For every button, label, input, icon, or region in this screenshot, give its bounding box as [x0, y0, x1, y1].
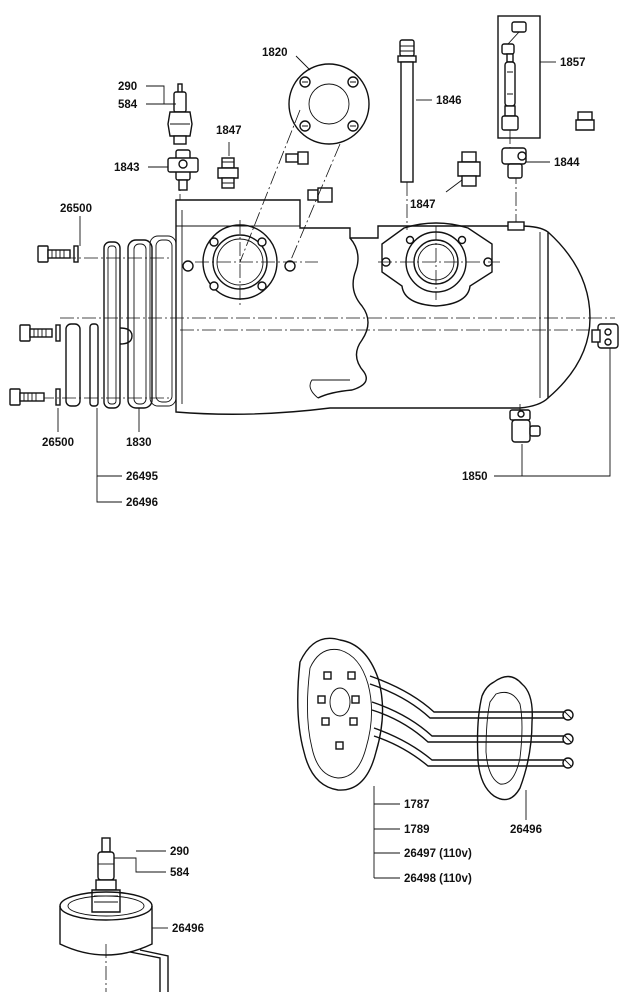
label-290-bottom: 290	[170, 846, 189, 858]
label-584-bottom: 584	[170, 867, 190, 879]
label-26496-c: 26496	[172, 923, 204, 935]
label-290-top: 290	[118, 81, 137, 93]
label-1847-right: 1847	[410, 199, 436, 211]
tank-port-left	[182, 220, 318, 305]
label-26500-top: 26500	[60, 203, 92, 215]
nipple-1847-left	[217, 157, 239, 189]
label-26496-a: 26496	[126, 497, 158, 509]
drain-valve-bottom	[509, 404, 541, 443]
flange-1820	[239, 63, 370, 263]
label-1847-left: 1847	[216, 125, 242, 137]
label-1850: 1850	[462, 471, 488, 483]
label-584-top: 584	[118, 99, 138, 111]
bolt-middle	[19, 324, 61, 342]
small-fitting-b	[307, 187, 333, 203]
tube-1846	[397, 39, 417, 230]
label-1789: 1789	[404, 824, 430, 836]
label-26500-bottom: 26500	[42, 437, 74, 449]
safety-valve-top	[167, 83, 193, 200]
bolt-bottom	[9, 388, 61, 406]
tank-port-right	[378, 222, 500, 307]
fitting-1843	[167, 149, 199, 191]
label-1844: 1844	[554, 157, 580, 169]
label-1830: 1830	[126, 437, 152, 449]
label-26498: 26498 (110v)	[404, 873, 472, 885]
element-gasket	[476, 675, 533, 801]
label-26496-b: 26496	[510, 824, 542, 836]
label-26495: 26495	[126, 471, 159, 483]
drain-valve-end	[591, 323, 619, 349]
leader-lines	[57, 55, 611, 929]
label-1787: 1787	[404, 799, 430, 811]
gauge-assembly-1857	[497, 15, 541, 150]
small-fitting-a	[285, 151, 309, 165]
label-1857: 1857	[560, 57, 586, 69]
fitting-1844	[501, 147, 527, 179]
label-1820: 1820	[262, 47, 288, 59]
boiler-tank	[60, 199, 615, 415]
bolt-top	[37, 245, 79, 263]
flange-stack	[40, 239, 170, 409]
nipple-1847-right	[457, 151, 481, 187]
thermostat-assembly	[59, 837, 169, 992]
tank-top-fitting	[507, 170, 525, 231]
plug-top-right	[575, 111, 595, 131]
heating-element	[297, 637, 574, 791]
label-1843: 1843	[114, 162, 140, 174]
label-1846: 1846	[436, 95, 462, 107]
label-26497: 26497 (110v)	[404, 848, 472, 860]
